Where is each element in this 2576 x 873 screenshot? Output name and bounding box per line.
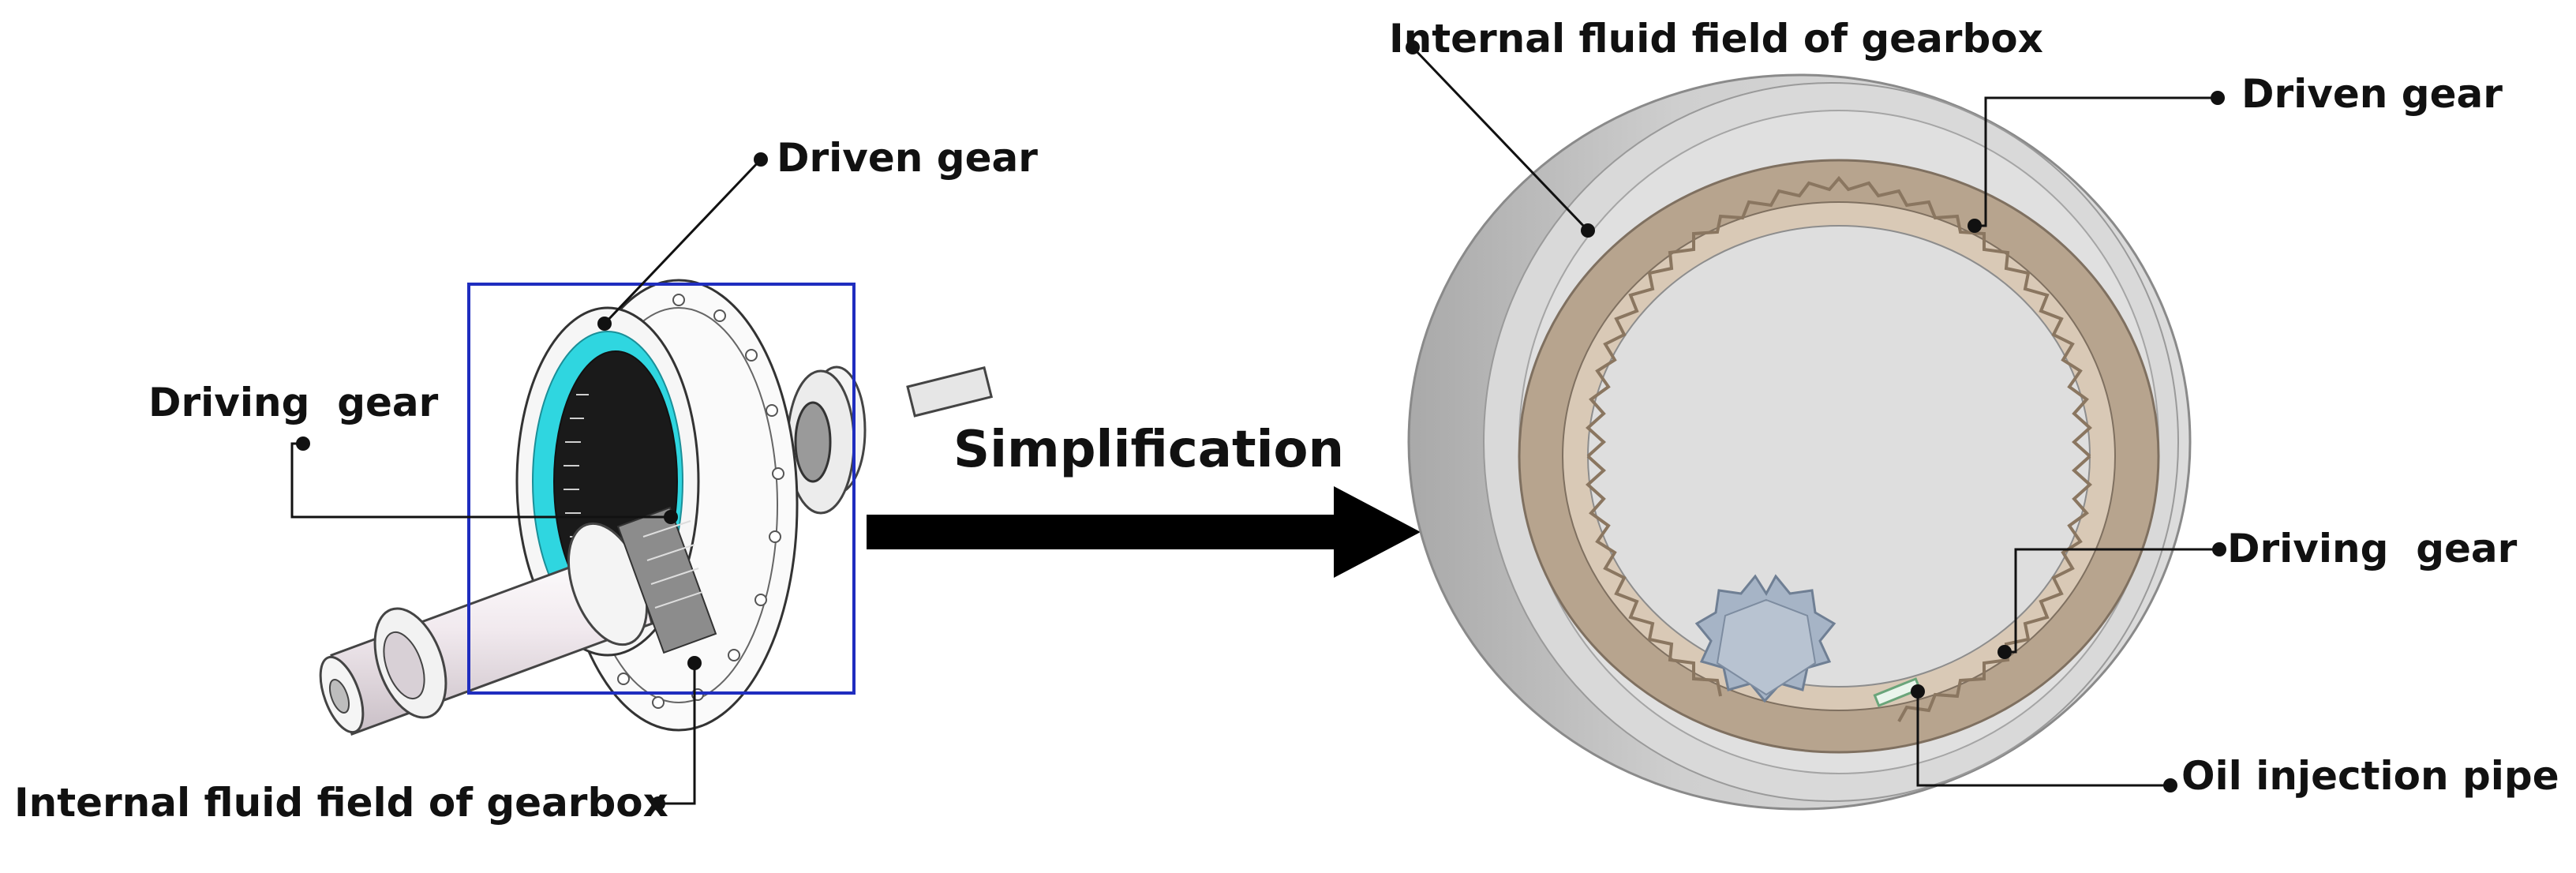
output-shaft bbox=[786, 365, 994, 515]
simplification-arrow bbox=[867, 486, 1421, 578]
label-simplification: Simplification bbox=[953, 421, 1345, 479]
right-driven-gear-ring bbox=[1518, 159, 2160, 754]
label-left-fluid-field: Internal fluid field of gearbox bbox=[14, 780, 668, 826]
right-driving-gear bbox=[1694, 574, 1837, 703]
input-shaft bbox=[319, 506, 717, 736]
oil-injection-pipe bbox=[1873, 677, 1922, 707]
left-leader-dots bbox=[296, 152, 768, 811]
label-oil-injection-pipe: Oil injection pipe bbox=[2181, 753, 2559, 799]
label-right-driven-gear: Driven gear bbox=[2241, 71, 2503, 117]
label-left-driven-gear: Driven gear bbox=[777, 135, 1038, 181]
left-selection-frame bbox=[467, 283, 856, 695]
right-leader-dots bbox=[1406, 40, 2226, 792]
label-right-fluid-field: Internal fluid field of gearbox bbox=[1389, 16, 2043, 62]
label-right-driving-gear: Driving gear bbox=[2227, 526, 2518, 571]
left-gearbox-assembly bbox=[319, 279, 994, 736]
label-left-driving-gear: Driving gear bbox=[148, 380, 439, 425]
right-fluid-model bbox=[1407, 73, 2192, 811]
